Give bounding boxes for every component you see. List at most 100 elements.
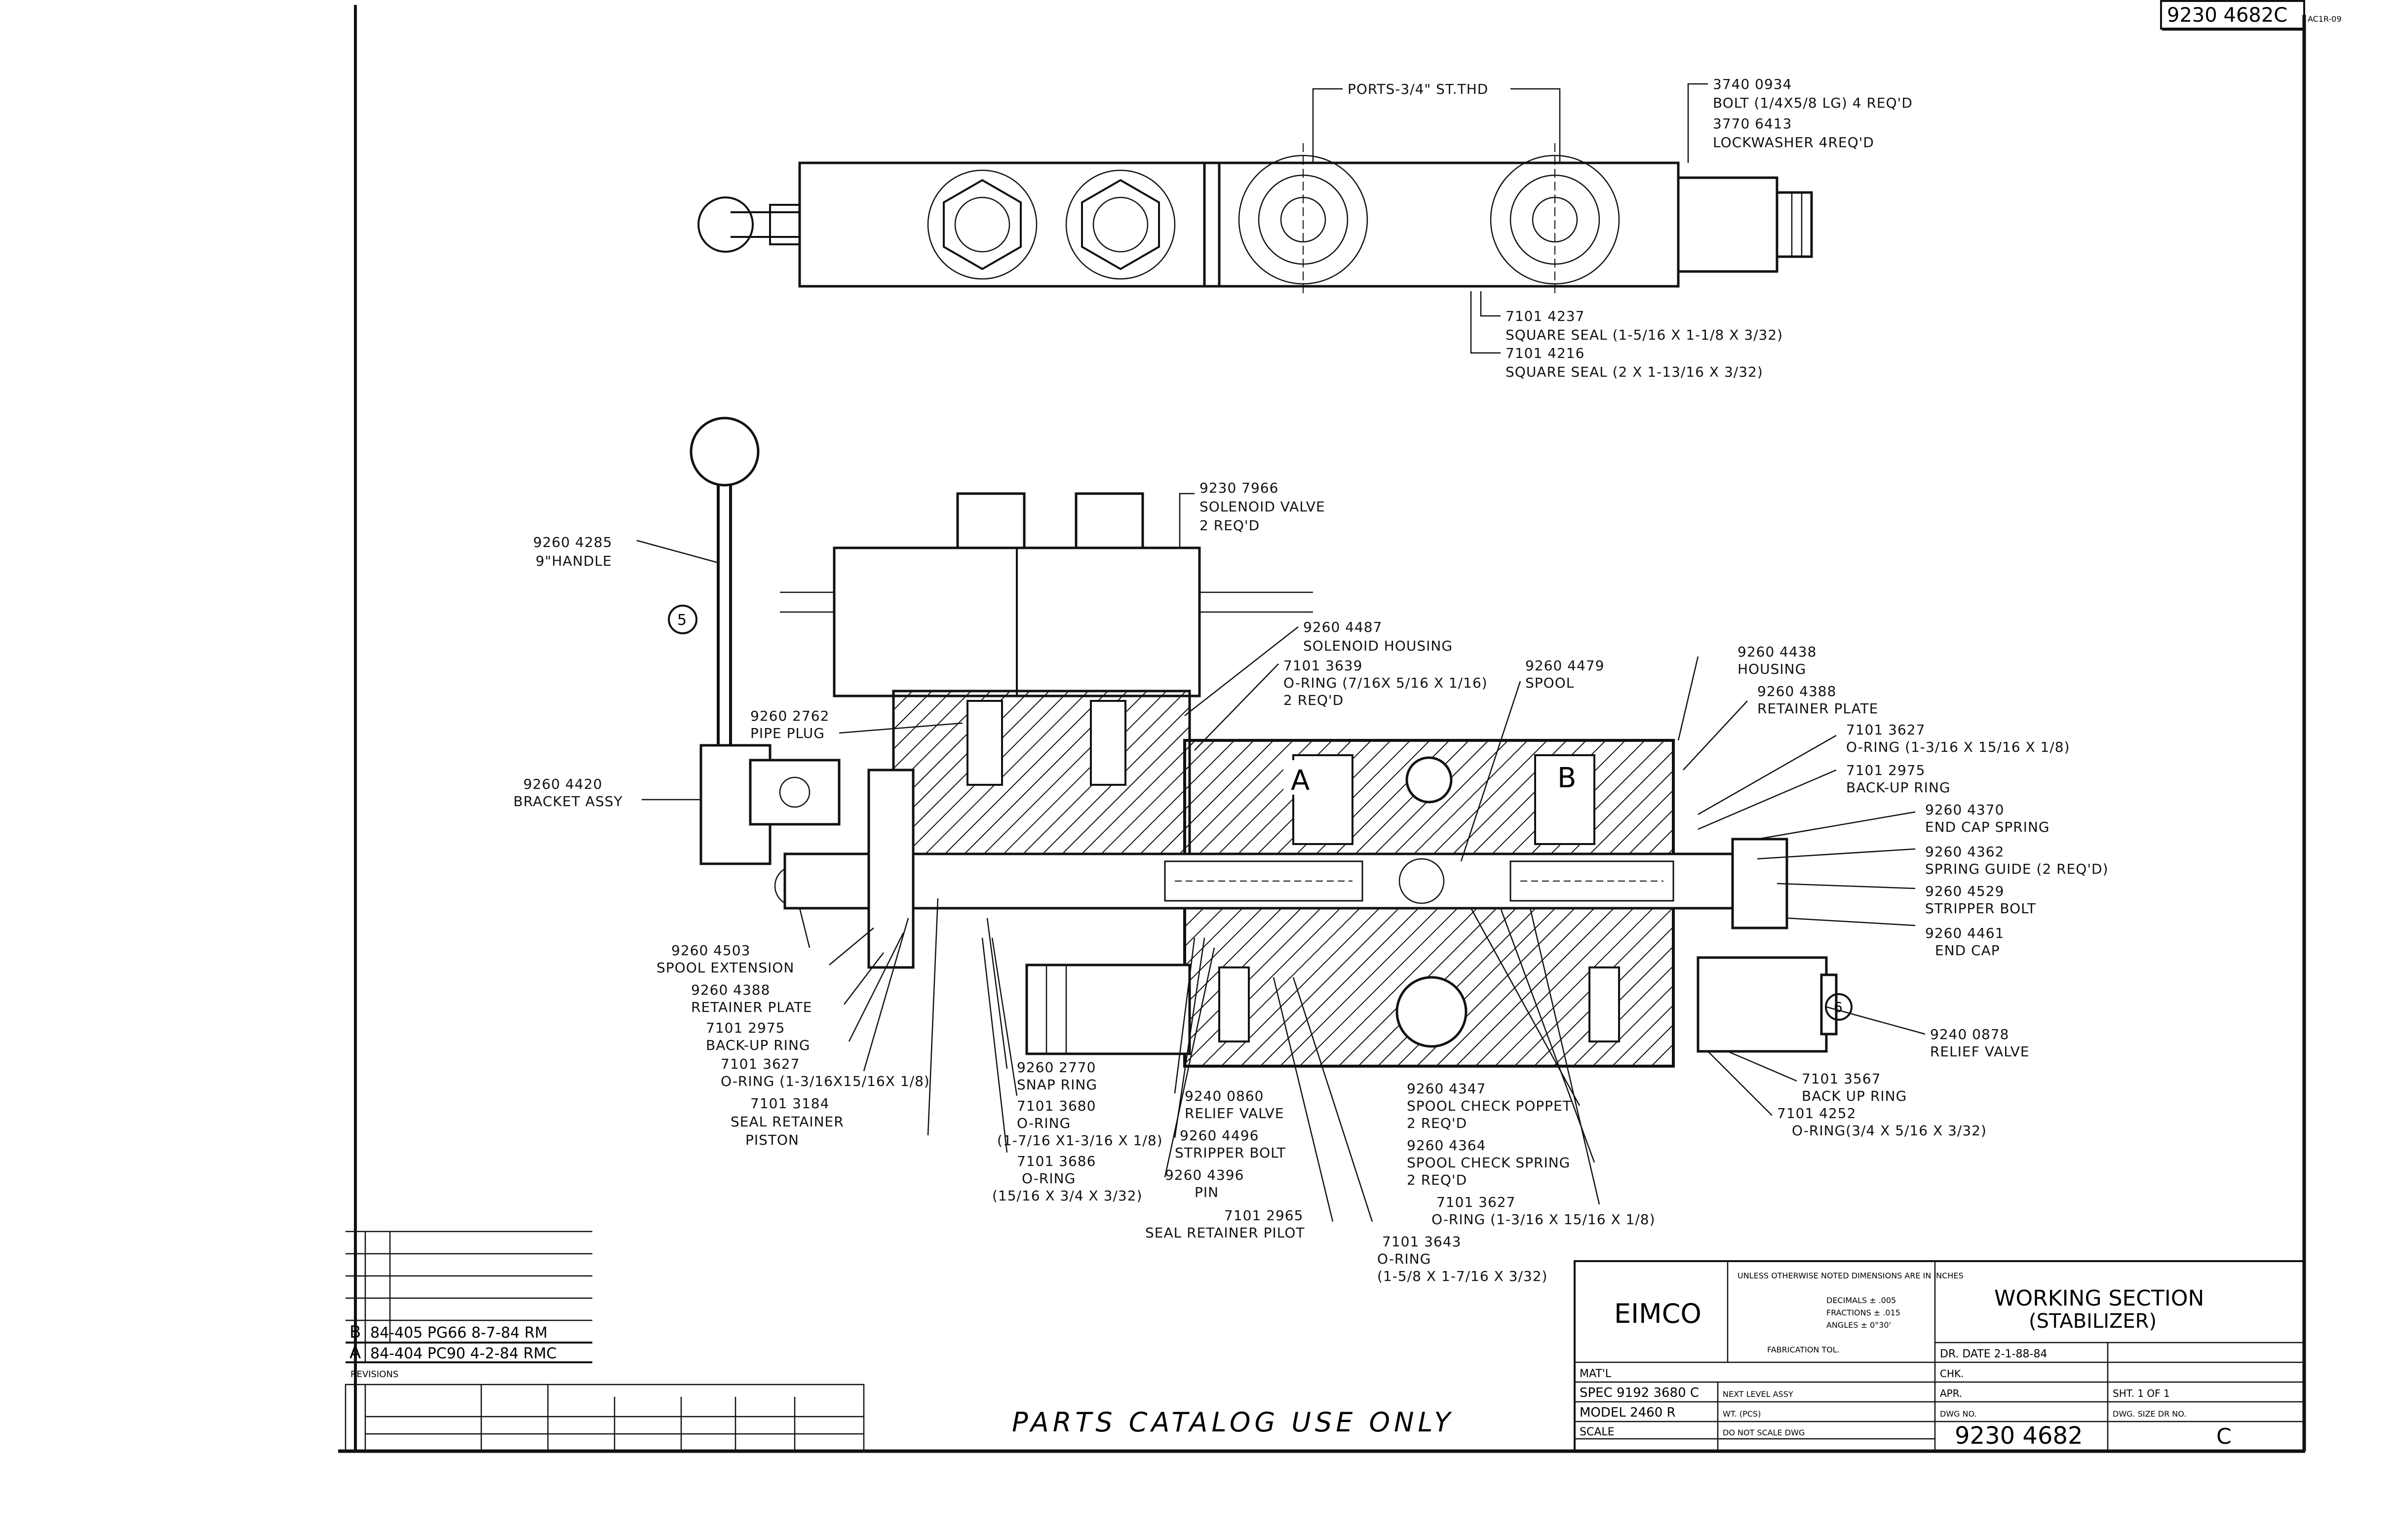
callout-oring3680-line-2: O-RING (1017, 1115, 1071, 1131)
callout-oring3680-line-1: 7101 3680 (1017, 1098, 1096, 1114)
tolerance-row-3: ANGLES ± 0°30' (1826, 1320, 1891, 1330)
callout-stripper-bolt-center: 9260 4496 STRIPPER BOLT (1175, 1127, 1285, 1161)
callout-oring-3639: 7101 3639 O-RING (7/16X 5/16 X 1/16) 2 R… (1283, 657, 1487, 708)
callout-ret-plate-r-line-2: RETAINER PLATE (1757, 700, 1878, 717)
port-a-label: A (1291, 765, 1310, 797)
title-block: EIMCO UNLESS OTHERWISE NOTED DIMENSIONS … (1574, 1260, 2305, 1452)
callout-pipe-plug-line-1: 9260 2762 (750, 708, 829, 724)
callout-spool-extension: 9260 4503 SPOOL EXTENSION (657, 942, 794, 976)
callout-ret-plate-r-line-1: 9260 4388 (1757, 683, 1836, 699)
handle-knob (690, 417, 760, 487)
callout-poppet-line-3: 2 REQ'D (1407, 1115, 1467, 1131)
callout-bolt-line-4: LOCKWASHER 4REQ'D (1713, 134, 1874, 151)
callout-square-seal-1: 7101 4237 SQUARE SEAL (1-5/16 X 1-1/8 X … (1506, 308, 1783, 343)
callout-solenoid-line-3: 2 REQ'D (1199, 517, 1260, 534)
callout-oring-3627b: 7101 3627 O-RING (1-3/16 X 15/16 X 1/8) (1431, 1194, 1655, 1228)
callout-spool-check-spring: 9260 4364 SPOOL CHECK SPRING 2 REQ'D (1407, 1137, 1570, 1188)
callout-check-spring-line-1: 9260 4364 (1407, 1137, 1486, 1154)
callout-bolt: 3740 0934 BOLT (1/4X5/8 LG) 4 REQ'D 3770… (1713, 76, 1912, 151)
callout-oring4252-line-2: O-RING(3/4 X 5/16 X 3/32) (1792, 1122, 1987, 1139)
callout-sqseal1-line-2: SQUARE SEAL (1-5/16 X 1-1/8 X 3/32) (1506, 327, 1783, 343)
callout-relief-c-line-1: 9240 0860 (1185, 1088, 1264, 1104)
callout-pipe-plug-line-2: PIPE PLUG (750, 725, 825, 741)
chk-label: CHK. (1940, 1368, 1964, 1380)
callout-end-cap-spring: 9260 4370 END CAP SPRING (1925, 802, 2049, 835)
fabrication-tol: FABRICATION TOL. (1767, 1345, 1840, 1354)
relief-valve-right (1697, 956, 1828, 1053)
callout-spool-ext-line-1: 9260 4503 (671, 942, 750, 959)
callout-solenoid-line-1: 9230 7966 (1199, 480, 1278, 496)
callout-bracket: 9260 4420 BRACKET ASSY (513, 776, 622, 809)
callout-backup-l-line-1: 7101 2975 (706, 1020, 785, 1036)
callout-srp-line-2: SEAL RETAINER (731, 1114, 844, 1130)
apr-label: APR. (1940, 1387, 1962, 1399)
corner-number-box (2160, 0, 2305, 30)
revision-row-b: B 84-405 PG66 8-7-84 RM (349, 1322, 547, 1342)
callout-ports-line-1: PORTS-3/4" ST.THD (1348, 81, 1488, 97)
tolerance-row-2: FRACTIONS ± .015 (1826, 1308, 1900, 1317)
note-marker-5 (668, 605, 697, 634)
callout-bolt-line-1: 3740 0934 (1713, 76, 1792, 92)
callout-oring3680-line-3: (1-7/16 X1-3/16 X 1/8) (997, 1132, 1163, 1149)
callout-srp-line-1: 7101 3184 (750, 1095, 829, 1112)
revision-text-a: 84-404 PC90 4-2-84 RMC (370, 1345, 557, 1362)
callout-check-spring-line-3: 2 REQ'D (1407, 1172, 1467, 1188)
note-marker-5-text: 5 (677, 612, 687, 629)
callout-seal-retainer-pilot: 7101 2965 SEAL RETAINER PILOT (1145, 1207, 1305, 1241)
dwg-no-label: DWG NO. (1940, 1409, 1977, 1419)
matl-label: MAT'L (1580, 1368, 1612, 1380)
callout-oring4252-line-1: 7101 4252 (1777, 1105, 1856, 1121)
callout-handle-line-2: 9"HANDLE (536, 553, 612, 569)
callout-spring-guide-line-2: SPRING GUIDE (2 REQ'D) (1925, 861, 2109, 877)
callout-bracket-line-1: 9260 4420 (523, 776, 602, 792)
callout-srpilot-line-2: SEAL RETAINER PILOT (1145, 1225, 1305, 1241)
callout-oring3627b-line-1: 7101 3627 (1436, 1194, 1515, 1210)
callout-sol-housing-line-2: SOLENOID HOUSING (1303, 638, 1453, 654)
callout-poppet-line-1: 9260 4347 (1407, 1080, 1486, 1097)
callout-relief-valve-right: 9240 0878 RELIEF VALVE (1930, 1026, 2029, 1060)
callout-solenoid-housing: 9260 4487 SOLENOID HOUSING (1303, 619, 1453, 654)
note-marker-6 (1825, 993, 1853, 1021)
drawing-title-line-1: WORKING SECTION (1994, 1286, 2204, 1311)
callout-handle: 9260 4285 9"HANDLE (533, 534, 612, 569)
dr-date: DR. DATE 2-1-88-84 (1940, 1348, 2047, 1360)
callout-ret-plate-l-line-1: 9260 4388 (691, 982, 770, 998)
callout-oring3643-line-2: O-RING (1377, 1251, 1431, 1267)
callout-square-seal-2: 7101 4216 SQUARE SEAL (2 X 1-13/16 X 3/3… (1506, 345, 1763, 380)
callout-backup-l-line-2: BACK-UP RING (706, 1037, 811, 1053)
callout-spool-line-2: SPOOL (1525, 675, 1574, 691)
do-not-scale: DO NOT SCALE DWG (1723, 1428, 1805, 1437)
callout-oring-r-line-2: O-RING (1-3/16 X 15/16 X 1/8) (1846, 739, 2070, 755)
scale-label: SCALE (1580, 1426, 1615, 1438)
sheet-label: SHT. 1 OF 1 (2113, 1387, 2170, 1399)
callout-oring-r-line-1: 7101 3627 (1846, 722, 1925, 738)
callout-spool-ext-line-2: SPOOL EXTENSION (657, 960, 794, 976)
section-view-assembly: A B 5 6 (668, 417, 1853, 1068)
parts-catalog-note: PARTS CATALOG USE ONLY (1012, 1407, 1454, 1438)
callout-pin-line-1: 9260 4396 (1165, 1167, 1244, 1183)
callout-solenoid-valve: 9230 7966 SOLENOID VALVE 2 REQ'D (1199, 480, 1325, 534)
revision-letter-a: A (349, 1343, 361, 1363)
top-view-assembly (697, 143, 1813, 296)
callout-solenoid-line-2: SOLENOID VALVE (1199, 499, 1325, 515)
callout-snap-ring: 9260 2770 SNAP RING (1017, 1059, 1097, 1093)
callout-pin: 9260 4396 PIN (1165, 1167, 1244, 1200)
section-view-leaders (636, 493, 1926, 1222)
callout-backup-left: 7101 2975 BACK-UP RING (706, 1020, 811, 1053)
callout-oring-l-line-2: O-RING (1-3/16X15/16X 1/8) (721, 1073, 930, 1089)
callout-oring-right: 7101 3627 O-RING (1-3/16 X 15/16 X 1/8) (1846, 722, 2070, 755)
company-name: EIMCO (1614, 1298, 1701, 1329)
callout-srp-line-3: PISTON (745, 1132, 799, 1148)
callout-bolt-line-3: 3770 6413 (1713, 116, 1792, 132)
next-level-label: NEXT LEVEL ASSY (1723, 1389, 1793, 1399)
callout-endcap-spring-line-1: 9260 4370 (1925, 802, 2004, 818)
callout-stripper-r-line-1: 9260 4529 (1925, 883, 2004, 899)
callout-oring3643-line-1: 7101 3643 (1382, 1233, 1461, 1250)
callout-oring1-line-1: 7101 3639 (1283, 657, 1362, 674)
callout-spool-check-poppet: 9260 4347 SPOOL CHECK POPPET 2 REQ'D (1407, 1080, 1571, 1131)
callout-oring3686-line-1: 7101 3686 (1017, 1153, 1096, 1169)
revision-letter-b: B (349, 1322, 361, 1342)
callout-sqseal1-line-1: 7101 4237 (1506, 308, 1584, 324)
revision-block: B 84-405 PG66 8-7-84 RM A 84-404 PC90 4-… (345, 1231, 865, 1452)
